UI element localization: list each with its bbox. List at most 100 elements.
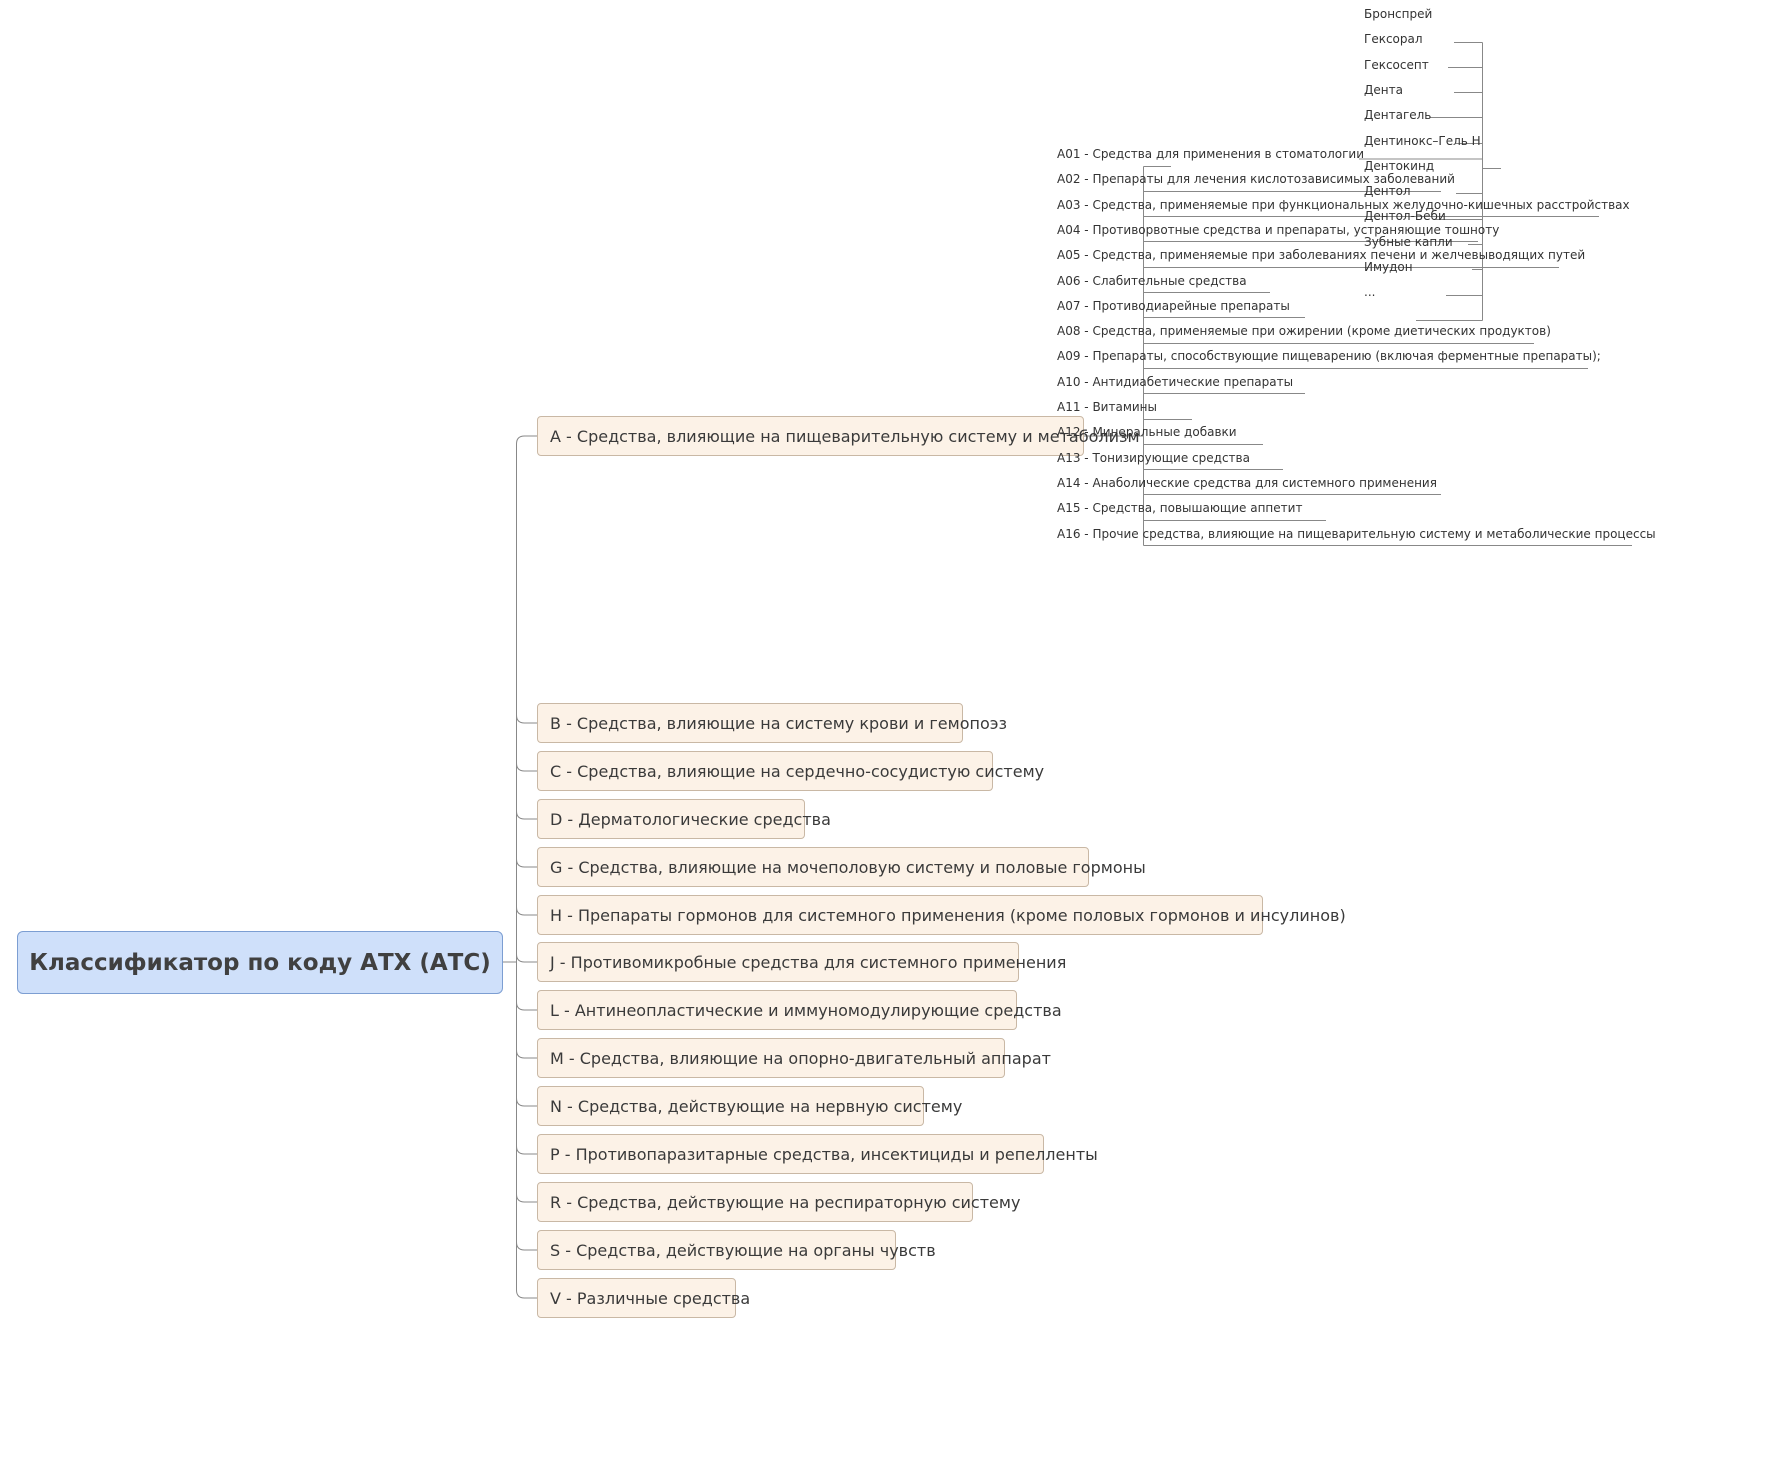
a01-item-10[interactable]: Зубные капли bbox=[1364, 235, 1453, 249]
main-topic-2[interactable]: B - Средства, влияющие на систему крови … bbox=[537, 703, 1007, 743]
main-topic-10[interactable]: N - Средства, действующие на нервную сис… bbox=[537, 1086, 962, 1126]
subtopic-a04[interactable]: A04 - Противорвотные средства и препарат… bbox=[1057, 223, 1499, 237]
subtopic-a09-label: A09 - Препараты, способствующие пищеваре… bbox=[1057, 349, 1601, 363]
main-branch-3 bbox=[516, 762, 537, 772]
a01-item-2[interactable]: Гексорал bbox=[1364, 32, 1423, 46]
main-branch-6 bbox=[516, 906, 537, 916]
subtopic-a02-label: A02 - Препараты для лечения кислотозавис… bbox=[1057, 172, 1455, 186]
subtopic-a10-label: A10 - Антидиабетические препараты bbox=[1057, 375, 1294, 389]
subtopic-a08-label: A08 - Средства, применяемые при ожирении… bbox=[1057, 324, 1551, 338]
subtopic-a01-label: A01 - Средства для применения в стоматол… bbox=[1057, 147, 1365, 161]
a01-item-12-label: ... bbox=[1364, 285, 1376, 299]
a01-item-3-label: Гексосепт bbox=[1364, 58, 1429, 72]
a01-item-5[interactable]: Дентагель bbox=[1364, 108, 1431, 122]
subtopic-a05-label: A05 - Средства, применяемые при заболева… bbox=[1057, 248, 1586, 262]
main-topic-3-label: C - Средства, влияющие на сердечно-сосуд… bbox=[550, 761, 1045, 781]
a01-item-6[interactable]: Дентинокс–Гель Н bbox=[1364, 134, 1481, 148]
subtopic-a11-label: A11 - Витамины bbox=[1057, 400, 1157, 414]
subtopic-a14-label: A14 - Анаболические средства для системн… bbox=[1057, 476, 1437, 490]
main-branch-4 bbox=[516, 810, 537, 820]
main-topic-3[interactable]: C - Средства, влияющие на сердечно-сосуд… bbox=[537, 751, 1044, 791]
subtopic-a03[interactable]: A03 - Средства, применяемые при функцион… bbox=[1057, 198, 1630, 212]
main-topic-6[interactable]: H - Препараты гормонов для системного пр… bbox=[537, 895, 1346, 935]
main-branch-13 bbox=[516, 1241, 537, 1251]
subtopic-a09[interactable]: A09 - Препараты, способствующие пищеваре… bbox=[1057, 349, 1601, 363]
a01-item-9[interactable]: Дентол-Беби bbox=[1364, 209, 1446, 223]
subtopic-a12[interactable]: A12 - Минеральные добавки bbox=[1057, 425, 1237, 439]
a01-item-2-label: Гексорал bbox=[1364, 32, 1423, 46]
a01-item-3[interactable]: Гексосепт bbox=[1364, 58, 1429, 72]
a01-item-1-label: Бронспрей bbox=[1364, 7, 1433, 21]
a01-item-8[interactable]: Дентол bbox=[1364, 184, 1411, 198]
main-branch-14 bbox=[516, 1289, 537, 1299]
subtopic-a07[interactable]: A07 - Противодиарейные препараты bbox=[1057, 299, 1290, 313]
subtopic-a16[interactable]: A16 - Прочие средства, влияющие на пищев… bbox=[1057, 527, 1656, 541]
main-topic-4-label: D - Дерматологические средства bbox=[550, 809, 831, 829]
subtopic-a10[interactable]: A10 - Антидиабетические препараты bbox=[1057, 375, 1293, 389]
main-topic-14[interactable]: V - Различные средства bbox=[537, 1278, 750, 1318]
a01-item-7-label: Дентокинд bbox=[1364, 159, 1435, 173]
subtopic-a01[interactable]: A01 - Средства для применения в стоматол… bbox=[1057, 147, 1364, 161]
subtopic-a16-label: A16 - Прочие средства, влияющие на пищев… bbox=[1057, 527, 1656, 541]
main-topic-11-label: P - Противопаразитарные средства, инсект… bbox=[550, 1144, 1098, 1164]
main-branch-7 bbox=[516, 953, 537, 963]
main-branch-9 bbox=[516, 1049, 537, 1059]
main-topic-7[interactable]: J - Противомикробные средства для систем… bbox=[537, 942, 1066, 982]
main-topic-9-label: M - Средства, влияющие на опорно-двигате… bbox=[550, 1048, 1051, 1068]
central-topic[interactable]: Классификатор по коду АТХ (АТС) bbox=[17, 931, 503, 994]
main-topic-13-label: S - Средства, действующие на органы чувс… bbox=[550, 1240, 936, 1260]
subtopic-a15-label: A15 - Средства, повышающие аппетит bbox=[1057, 501, 1303, 515]
a01-item-7[interactable]: Дентокинд bbox=[1364, 159, 1434, 173]
main-topic-1[interactable]: A - Средства, влияющие на пищеварительну… bbox=[537, 416, 1140, 456]
a01-item-5-label: Дентагель bbox=[1364, 108, 1432, 122]
main-topic-13[interactable]: S - Средства, действующие на органы чувс… bbox=[537, 1230, 936, 1270]
main-topic-2-label: B - Средства, влияющие на систему крови … bbox=[550, 713, 1008, 733]
a01-item-1[interactable]: Бронспрей bbox=[1364, 7, 1432, 21]
main-topic-5-label: G - Средства, влияющие на мочеполовую си… bbox=[550, 857, 1146, 877]
main-branch-5 bbox=[516, 858, 537, 868]
subtopic-a11[interactable]: A11 - Витамины bbox=[1057, 400, 1157, 414]
main-topic-4[interactable]: D - Дерматологические средства bbox=[537, 799, 831, 839]
main-branch-8 bbox=[516, 1001, 537, 1011]
a01-item-10-label: Зубные капли bbox=[1364, 235, 1453, 249]
subtopic-a08[interactable]: A08 - Средства, применяемые при ожирении… bbox=[1057, 324, 1551, 338]
a01-item-6-label: Дентинокс–Гель Н bbox=[1364, 134, 1481, 148]
main-topic-12-label: R - Средства, действующие на респираторн… bbox=[550, 1192, 1021, 1212]
subtopic-a05[interactable]: A05 - Средства, применяемые при заболева… bbox=[1057, 248, 1585, 262]
main-topic-11[interactable]: P - Противопаразитарные средства, инсект… bbox=[537, 1134, 1098, 1174]
main-topic-7-label: J - Противомикробные средства для систем… bbox=[550, 952, 1067, 972]
subtopic-a12-label: A12 - Минеральные добавки bbox=[1057, 425, 1237, 439]
main-topic-14-label: V - Различные средства bbox=[550, 1288, 751, 1308]
main-topic-9[interactable]: M - Средства, влияющие на опорно-двигате… bbox=[537, 1038, 1051, 1078]
a01-item-4-label: Дента bbox=[1364, 83, 1403, 97]
main-branch-10 bbox=[516, 1097, 537, 1107]
main-topic-5[interactable]: G - Средства, влияющие на мочеполовую си… bbox=[537, 847, 1146, 887]
central-topic-label: Классификатор по коду АТХ (АТС) bbox=[29, 949, 491, 976]
main-topic-8[interactable]: L - Антинеопластические и иммуномодулиру… bbox=[537, 990, 1062, 1030]
subtopic-a06[interactable]: A06 - Слабительные средства bbox=[1057, 274, 1247, 288]
main-branch-11 bbox=[516, 1145, 537, 1155]
a01-item-8-label: Дентол bbox=[1364, 184, 1411, 198]
a01-item-4[interactable]: Дента bbox=[1364, 83, 1403, 97]
main-topic-6-label: H - Препараты гормонов для системного пр… bbox=[550, 905, 1346, 925]
subtopic-a14[interactable]: A14 - Анаболические средства для системн… bbox=[1057, 476, 1437, 490]
a01-item-11[interactable]: Имудон bbox=[1364, 260, 1413, 274]
a01-item-9-label: Дентол-Беби bbox=[1364, 209, 1446, 223]
subtopic-a02[interactable]: A02 - Препараты для лечения кислотозавис… bbox=[1057, 172, 1455, 186]
subtopic-a15[interactable]: A15 - Средства, повышающие аппетит bbox=[1057, 501, 1302, 515]
main-branch-1 bbox=[516, 435, 537, 445]
main-topic-12[interactable]: R - Средства, действующие на респираторн… bbox=[537, 1182, 1020, 1222]
subtopic-a04-label: A04 - Противорвотные средства и препарат… bbox=[1057, 223, 1500, 237]
subtopic-a13[interactable]: A13 - Тонизирующие средства bbox=[1057, 451, 1250, 465]
a01-item-11-label: Имудон bbox=[1364, 260, 1413, 274]
a01-item-12[interactable]: ... bbox=[1364, 285, 1375, 299]
main-topic-8-label: L - Антинеопластические и иммуномодулиру… bbox=[550, 1000, 1062, 1020]
main-topic-10-label: N - Средства, действующие на нервную сис… bbox=[550, 1096, 963, 1116]
subtopic-a07-label: A07 - Противодиарейные препараты bbox=[1057, 299, 1290, 313]
main-topic-1-label: A - Средства, влияющие на пищеварительну… bbox=[550, 426, 1140, 446]
subtopic-a13-label: A13 - Тонизирующие средства bbox=[1057, 451, 1250, 465]
subtopic-a06-label: A06 - Слабительные средства bbox=[1057, 274, 1247, 288]
main-branch-2 bbox=[516, 714, 537, 724]
